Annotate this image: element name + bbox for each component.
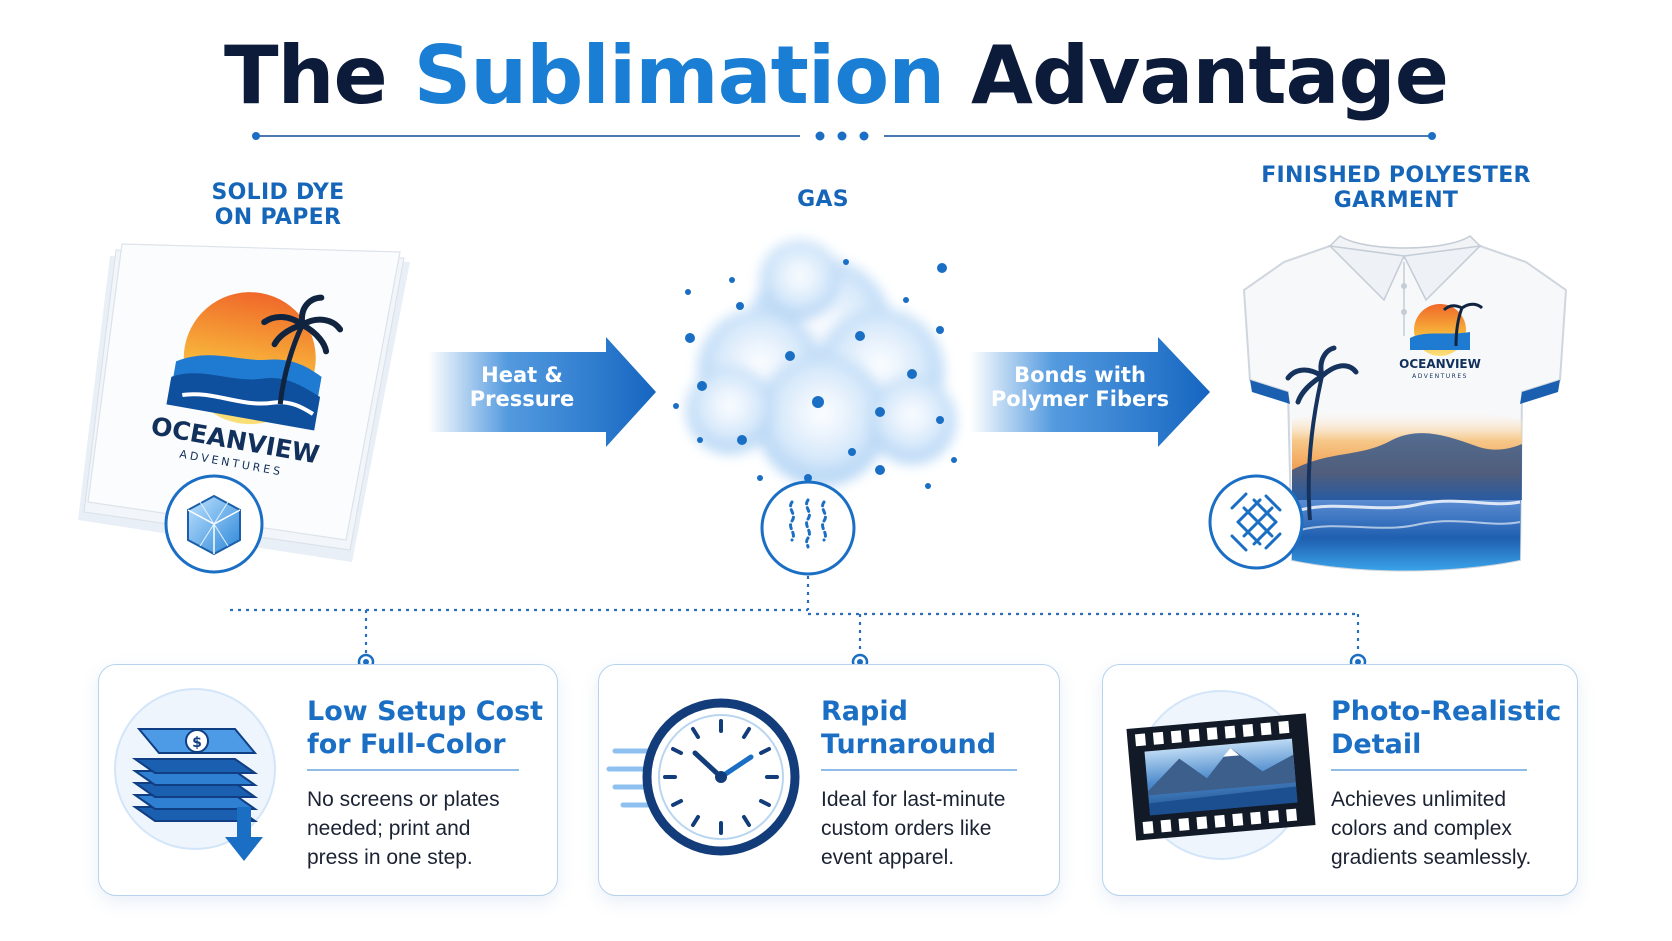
- stage-label-solid-dye: SOLID DYE ON PAPER: [211, 180, 345, 230]
- title-word-2: Sublimation: [413, 29, 946, 122]
- stage-3-badge: [1208, 474, 1304, 570]
- stage-label-gas: GAS: [797, 187, 849, 212]
- title-divider: [252, 131, 1436, 141]
- benefit-desc-1: No screens or plates needed; print and p…: [307, 788, 500, 869]
- title-word-1: The: [223, 29, 388, 122]
- gas-particles: [673, 259, 957, 489]
- stage-label-finished-garment: FINISHED POLYESTER GARMENT: [1261, 163, 1531, 213]
- polo-shirt-illustration: OCEANVIEW ADVENTURES: [1242, 235, 1568, 572]
- benefit-card-photo-realistic: Photo-Realistic Detail Achieves unlimite…: [1102, 664, 1578, 896]
- benefit-title-3: Photo-Realistic Detail: [1331, 696, 1562, 760]
- woven-fibers-icon: [1230, 492, 1282, 552]
- benefit-title-2: Rapid Turnaround: [821, 696, 997, 760]
- gas-cloud-illustration: [673, 240, 957, 489]
- stage-1-badge: [164, 474, 264, 574]
- benefit-title-1: Low Setup Cost for Full-Color: [307, 696, 544, 760]
- title-word-3: Advantage: [971, 29, 1449, 122]
- benefit-card-rapid-turnaround: Rapid Turnaround Ideal for last-minute c…: [598, 664, 1060, 896]
- clock-icon: [606, 698, 800, 856]
- stage-2-badge: [760, 480, 856, 576]
- oceanview-logo-shirt: OCEANVIEW ADVENTURES: [1399, 302, 1484, 380]
- benefit-card-low-setup-cost: $ Low Setup Cost for Full-Color No scree…: [98, 664, 558, 896]
- money-stack-icon: $: [114, 688, 276, 861]
- benefit-rule-1: [307, 769, 519, 771]
- oceanview-logo-paper: OCEANVIEW ADVENTURES: [149, 292, 344, 479]
- logo-name-shirt: OCEANVIEW: [1399, 357, 1481, 371]
- arrow-heat-pressure: [428, 337, 656, 447]
- benefit-rule-2: [821, 769, 1017, 771]
- benefit-desc-3: Achieves unlimited colors and complex gr…: [1331, 788, 1532, 869]
- page-title: The Sublimation Advantage: [0, 26, 1672, 126]
- film-strip-icon: [1126, 690, 1316, 860]
- vapor-waves-icon: [789, 498, 827, 549]
- ice-cube-icon: [187, 494, 241, 556]
- svg-text:$: $: [192, 735, 202, 751]
- benefit-rule-3: [1331, 769, 1527, 771]
- arrow-bonds-fibers: [970, 337, 1210, 447]
- benefit-desc-2: Ideal for last-minute custom orders like…: [821, 788, 1006, 869]
- logo-sub-shirt: ADVENTURES: [1412, 373, 1468, 380]
- connector-lines: [230, 576, 1360, 660]
- dye-paper-illustration: OCEANVIEW ADVENTURES: [78, 243, 410, 562]
- arrow-label-bonds-fibers: Bonds with Polymer Fibers: [990, 363, 1170, 411]
- arrow-label-heat-pressure: Heat & Pressure: [469, 363, 575, 411]
